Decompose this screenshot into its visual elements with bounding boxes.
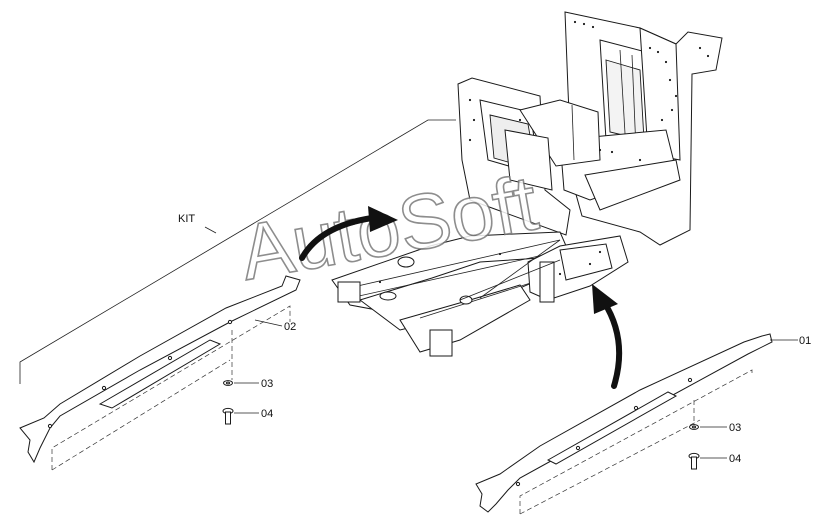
kit-leader <box>19 119 456 384</box>
left-washer-part <box>223 380 233 386</box>
right-washer-callout: 03 <box>729 422 741 434</box>
right-rail-callout: 01 <box>799 335 811 347</box>
left-rail-callout: 02 <box>284 321 296 333</box>
left-rail-leader <box>254 319 283 327</box>
kit-label: KIT <box>178 213 195 225</box>
left-washer-callout: 03 <box>261 378 273 390</box>
left-screw-part <box>222 407 234 425</box>
right-screw-part <box>688 452 700 470</box>
assembly-arrow-left <box>299 206 398 261</box>
left-screw-callout: 04 <box>261 408 273 420</box>
chassis-frame-assembly <box>331 11 723 357</box>
right-screw-callout: 04 <box>729 453 741 465</box>
assembly-arrow-right <box>592 284 623 389</box>
rivet-pattern <box>378 20 710 284</box>
right-washer-part <box>689 424 699 430</box>
left-rail-part <box>19 275 301 471</box>
right-rail-part <box>475 333 773 515</box>
